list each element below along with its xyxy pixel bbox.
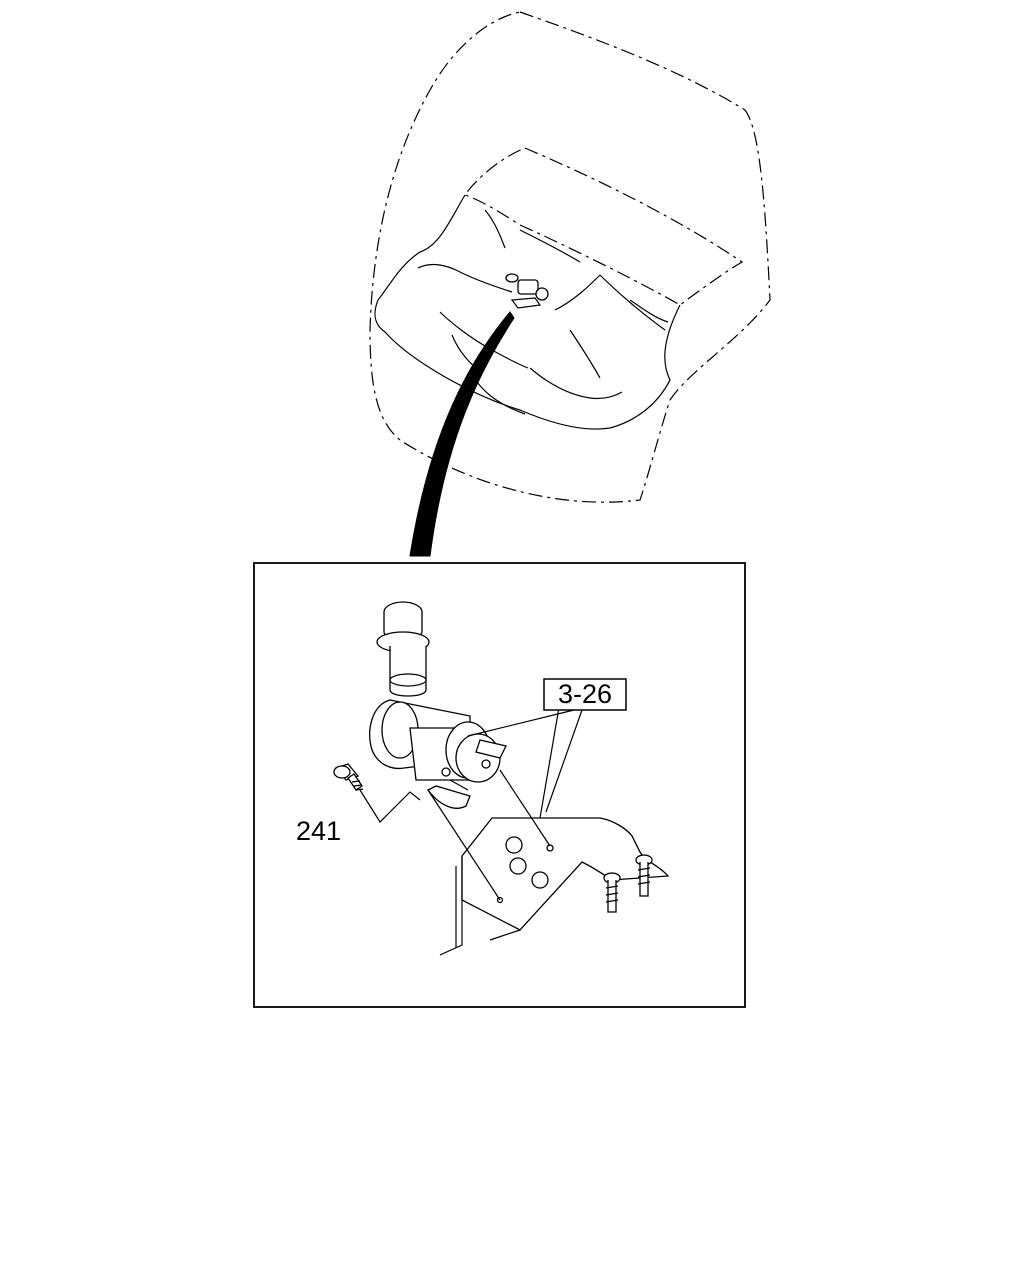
detail-view-illustration: 3-26 241 [296,601,670,956]
dash-part-location-marker [505,273,549,309]
callout-241-label: 241 [296,816,341,846]
bolt-241 [333,763,364,791]
assembly-line-1 [427,789,501,901]
mounting-bracket [439,817,670,956]
switch-body [369,699,507,809]
knob [376,601,430,697]
bracket-edge-line [539,689,563,819]
callout-3-26-leader-a [467,709,575,737]
callout-241-leader [359,789,421,823]
callout-3-26: 3-26 [543,678,627,711]
callout-3-26-label: 3-26 [558,679,612,709]
vehicle-cab-overview [369,11,771,503]
callout-3-26-leader-b [545,709,583,813]
assembly-line-2 [499,769,551,847]
detail-leader-sweep [409,311,515,557]
detail-view-frame [253,562,746,1008]
